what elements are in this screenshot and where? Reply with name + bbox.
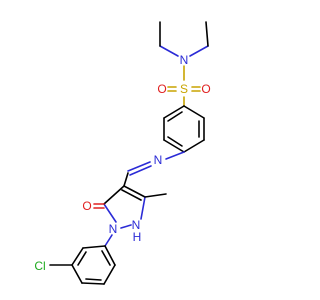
bond-nh-n1 [120,224,132,229]
aryl-bond-1 [82,245,106,249]
aryl-inner-1 [77,251,87,266]
bond-ch-c4 [123,172,129,187]
ring-bond-6 [163,105,185,119]
bond-ring-n [165,151,185,160]
bond-c3-nh [140,196,146,220]
atom-n-amide: N [180,53,189,67]
atom-nh: N [132,218,141,232]
atom-o-right: O [201,82,210,96]
ring-inner-2 [167,136,183,147]
ring-inner-3 [167,111,183,122]
aryl-bond-5 [103,264,116,285]
sulfonyl-group [167,65,201,107]
ethyl-groups [159,21,209,57]
aryl-bond-4 [81,282,105,285]
aryl-bond-2 [71,247,84,266]
atom-o-keto: O [82,199,91,213]
aryl-inner-3 [101,250,111,266]
aryl-bond-6 [104,245,116,266]
bond-n1-aryl [104,234,113,247]
bond-n-ch2-left [159,45,179,57]
ring-bond-3 [183,139,205,153]
aryl-bond-3 [71,264,83,284]
atom-n1: N [109,222,118,236]
structure-drawing: N S O O N O N N H Cl [34,21,211,285]
bond-methyl [144,193,167,198]
atom-o-left: O [157,82,166,96]
bond-n1-c5 [103,203,117,223]
bond-n-ch-a [127,161,151,172]
bond-c5-c4 [103,185,125,205]
bond-ch2-ch3-right [205,21,209,47]
atom-cl: Cl [34,259,45,273]
pyrazolone-ring [93,185,167,229]
atom-n-imine: N [154,153,163,167]
bond-n-ch2-right [189,45,209,57]
aryl-inner-2 [85,278,102,281]
benzene-ring [163,105,205,153]
imine-linker [123,151,185,187]
ring-bond-1 [183,105,205,119]
atom-labels: N S O O N O N N H Cl [34,53,210,273]
bond-n-ch-b [129,165,152,176]
bond-c4-c3 [123,185,146,198]
atom-s: S [180,82,188,96]
ring-bond-4 [163,139,185,153]
atom-h: H [133,230,142,244]
bond-c4-c3-double [121,189,142,201]
chlorophenyl-ring [49,234,116,285]
molecule-diagram: N S O O N O N N H Cl [34,21,211,285]
